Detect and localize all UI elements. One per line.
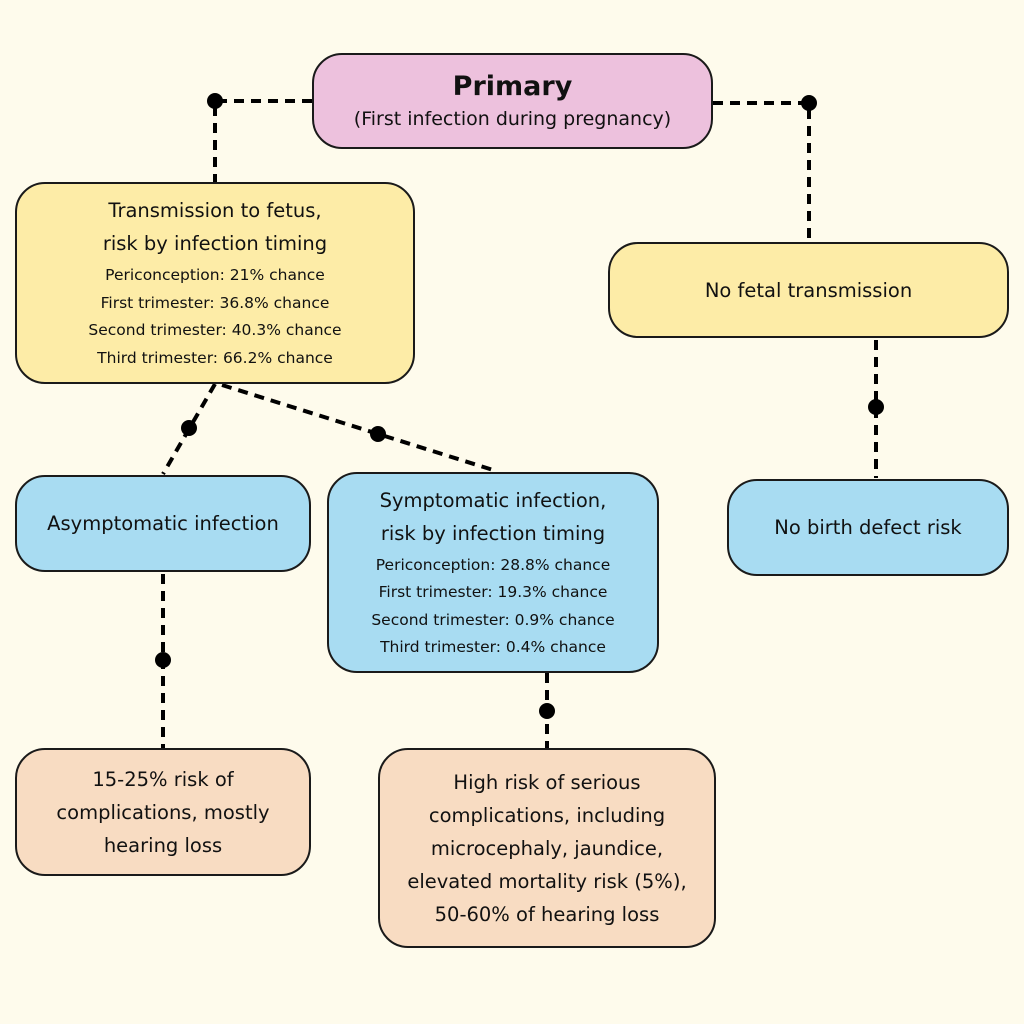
symptomatic-outcome-line: complications, including: [428, 803, 666, 827]
asymptomatic-outcome-line: 15-25% risk of: [92, 767, 234, 791]
connector-dot: [155, 652, 171, 668]
transmission-risk-second-trimester: Second trimester: 40.3% chance: [88, 321, 342, 339]
primary-title: Primary: [452, 71, 573, 102]
transmission-risk-third-trimester: Third trimester: 66.2% chance: [97, 348, 333, 367]
symptomatic-risk-third-trimester: Third trimester: 0.4% chance: [380, 638, 606, 656]
symptomatic-outcome-line: microcephaly, jaundice,: [430, 836, 664, 860]
symptomatic-risk-second-trimester: Second trimester: 0.9% chance: [371, 610, 615, 629]
symptomatic-node: Symptomatic infection, risk by infection…: [327, 472, 659, 673]
primary-node: Primary (First infection during pregnanc…: [312, 53, 713, 149]
transmission-heading: risk by infection timing: [102, 232, 328, 255]
connector-dot: [181, 420, 197, 436]
transmission-heading: Transmission to fetus,: [108, 199, 322, 222]
connector-dot: [868, 399, 884, 415]
asymptomatic-outcome-node: 15-25% risk of complications, mostly hea…: [15, 748, 311, 876]
asymptomatic-outcome-line: complications, mostly: [56, 800, 270, 824]
asymptomatic-label: Asymptomatic infection: [47, 512, 279, 535]
symptomatic-outcome-line: 50-60% of hearing loss: [434, 902, 660, 926]
transmission-risk-first-trimester: First trimester: 36.8% chance: [100, 293, 330, 312]
symptomatic-outcome-line: elevated mortality risk (5%),: [407, 869, 687, 893]
primary-subtitle: (First infection during pregnancy): [353, 108, 672, 130]
symptomatic-risk-first-trimester: First trimester: 19.3% chance: [378, 583, 608, 601]
connector-dot: [801, 95, 817, 111]
no-defect-node: No birth defect risk: [727, 479, 1009, 576]
asymptomatic-outcome-line: hearing loss: [103, 833, 223, 857]
transmission-risk-periconception: Periconception: 21% chance: [105, 266, 325, 284]
no-defect-label: No birth defect risk: [774, 516, 962, 539]
no-transmission-node: No fetal transmission: [608, 242, 1009, 338]
symptomatic-heading: Symptomatic infection,: [379, 488, 607, 512]
connector-dot: [207, 93, 223, 109]
no-transmission-label: No fetal transmission: [704, 278, 913, 302]
symptomatic-outcome-line: High risk of serious: [453, 770, 641, 794]
transmission-node: Transmission to fetus, risk by infection…: [15, 182, 415, 384]
symptomatic-risk-periconception: Periconception: 28.8% chance: [375, 555, 611, 574]
asymptomatic-node: Asymptomatic infection: [15, 475, 311, 572]
connector-dot: [370, 426, 386, 442]
edge-primary-to-no-transmission: [713, 101, 811, 241]
connector-dot: [539, 703, 555, 719]
edge-primary-to-transmission: [213, 99, 312, 182]
edge-transmission-to-symptomatic: [221, 383, 494, 472]
symptomatic-heading: risk by infection timing: [380, 521, 606, 545]
symptomatic-outcome-node: High risk of serious complications, incl…: [378, 748, 716, 948]
